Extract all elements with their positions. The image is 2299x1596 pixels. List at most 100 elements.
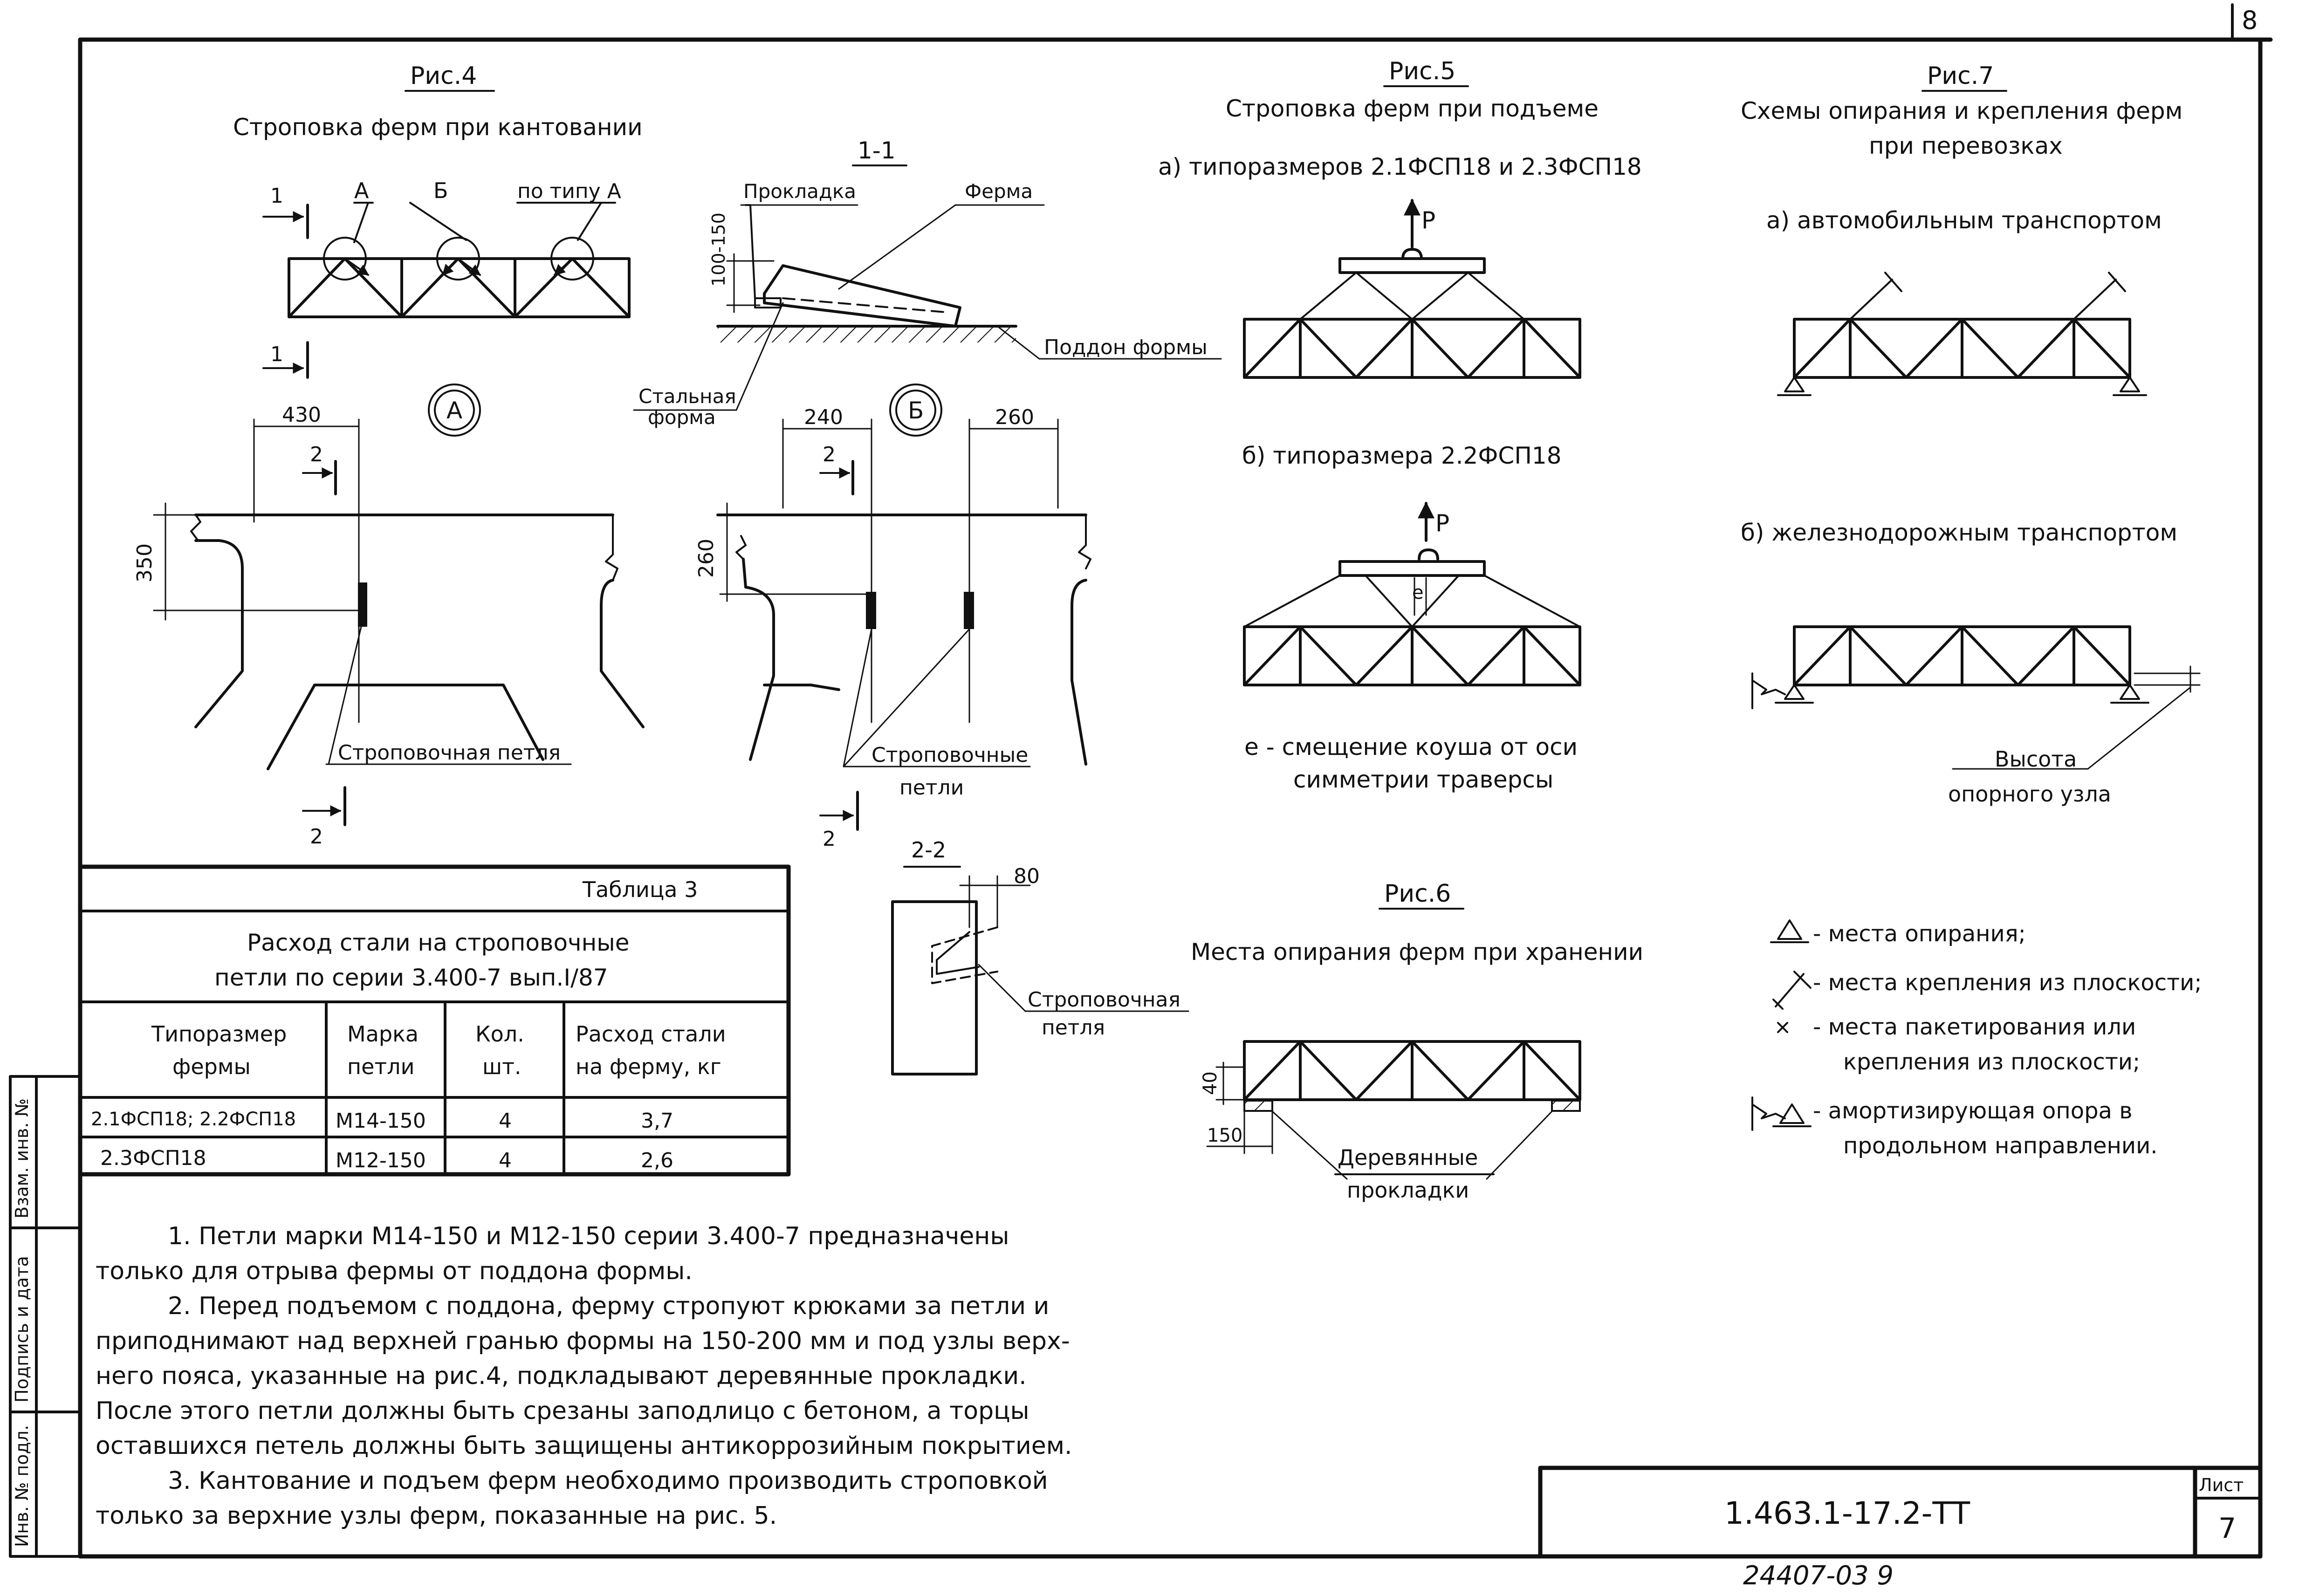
lifting-loop-a [358, 582, 367, 627]
table-header-1-line1: Марка [347, 1021, 419, 1047]
note-line: 1. Петли марки М14-150 и М12-150 серии 3… [168, 1222, 1009, 1250]
detail-a: А 430 2 350 Строповочная петля 2 [133, 384, 645, 849]
fig6-subtitle: Места опирания ферм при хранении [1191, 938, 1643, 966]
fig4-loops-label-2: петли [899, 776, 964, 800]
damping-support-icon [1751, 1096, 1812, 1131]
fig5-truss-a: Р [1243, 199, 1581, 379]
section-1-1-pad: Прокладка [743, 180, 856, 203]
figure-6: Рис.6 Места опирания ферм при хранении 4… [1191, 880, 1643, 1203]
dim-260-top: 260 [995, 405, 1034, 429]
table-title-1: Расход стали на строповочные [247, 929, 630, 956]
table-cell: М12-150 [336, 1149, 426, 1172]
note-line: приподнимают над верхней гранью формы на… [96, 1327, 1070, 1355]
fig7-node-height-1: Высота [1995, 747, 2077, 772]
legend-item-2: - места крепления из плоскости; [1813, 970, 2202, 996]
detail-b-label: Б [908, 397, 924, 424]
legend: - места опирания; - места крепления из п… [1751, 919, 2202, 1159]
fig6-title: Рис.6 [1384, 880, 1451, 908]
table-header-3-line2: на ферму, кг [576, 1054, 721, 1079]
table-cell: 2.1ФСП18; 2.2ФСП18 [91, 1109, 296, 1130]
legend-item-6: продольном направлении. [1843, 1133, 2158, 1159]
fig5-load-a: Р [1421, 207, 1435, 234]
section-1-1-truss: Ферма [965, 180, 1033, 203]
table-cell: 3,7 [641, 1109, 673, 1133]
fig5-offset: е [1412, 582, 1424, 603]
stamp-inv-original: Инв. № подл. [12, 1425, 32, 1547]
dim-430: 430 [282, 403, 321, 427]
table-row: 2.1ФСП18; 2.2ФСП18 М14-150 4 3,7 [91, 1109, 673, 1133]
fig7-node-height-2: опорного узла [1948, 781, 2111, 807]
table-3: Таблица 3 Расход стали на строповочные п… [78, 864, 791, 1177]
note-line: только для отрыва фермы от поддона формы… [96, 1257, 693, 1285]
fig4-cut-top: 1 [270, 184, 283, 208]
fig5-note-1: е - смещение коуша от оси [1244, 733, 1578, 760]
section-1-1-dim: 100-150 [708, 212, 729, 287]
fig5-truss-b: Р е [1243, 501, 1581, 686]
fig6-pads-1: Деревянные [1338, 1145, 1478, 1170]
fig4-section-2-b-bottom: 2 [823, 827, 836, 851]
fig7-case-b: б) железнодорожным транспортом [1741, 519, 2177, 546]
fig4-truss [288, 202, 631, 318]
fig4-node-b: Б [433, 178, 448, 203]
fig7-truss-b [1751, 625, 2201, 770]
corner-number: 8 [2242, 6, 2258, 35]
legend-item-3: - места пакетирования или [1813, 1014, 2136, 1040]
sheet-number: 7 [2218, 1512, 2236, 1545]
fig4-subtitle: Строповка ферм при кантовании [233, 114, 643, 141]
section-1-1-title: 1-1 [858, 137, 896, 164]
section-1-1: 1-1 Прокладка Ферма 100-150 Поддон формы… [633, 137, 1222, 429]
side-stamp: Инв. № подл. Подпись и дата Взам. инв. № [9, 1075, 82, 1558]
archive-number: 24407-03 9 [1743, 1561, 1894, 1591]
legend-item-4: крепления из плоскости; [1843, 1049, 2140, 1075]
fig5-case-a: а) типоразмеров 2.1ФСП18 и 2.3ФСП18 [1158, 153, 1642, 180]
fig5-title: Рис.5 [1389, 57, 1455, 85]
out-of-plane-fixing-icon [1772, 971, 1812, 1010]
table-title-2: петли по серии 3.400-7 вып.I/87 [214, 964, 608, 991]
section-1-1-steel-1: Стальная [638, 385, 736, 408]
table-cell: 4 [499, 1109, 512, 1133]
stamp-inv-replacement: Взам. инв. № [12, 1098, 32, 1219]
fig4-loops-label-1: Строповочные [872, 743, 1028, 767]
table-caption: Таблица 3 [582, 877, 698, 902]
sheet-label: Лист [2199, 1475, 2244, 1495]
fig7-subtitle-1: Схемы опирания и крепления ферм [1741, 97, 2182, 124]
table-cell: 2,6 [641, 1149, 673, 1172]
fig4-cut-bottom: 1 [270, 342, 283, 366]
support-triangle-icon [1770, 919, 1809, 943]
section-1-1-steel-2: форма [648, 406, 716, 429]
fig5-subtitle: Строповка ферм при подъеме [1226, 95, 1599, 122]
lifting-loop-b2 [964, 592, 974, 629]
fig4-loop-label: Строповочная петля [338, 741, 561, 765]
title-code: 1.463.1-17.2-ТТ [1724, 1495, 1970, 1531]
fig7-truss-a [1777, 272, 2147, 396]
note-line: оставшихся петель должны быть защищены а… [96, 1432, 1072, 1460]
figure-4: Рис.4 Строповка ферм при кантовании А Б … [133, 62, 1091, 851]
table-cell: М14-150 [336, 1109, 426, 1133]
section-2-2-loop-1: Строповочная [1028, 988, 1180, 1012]
fig5-case-b: б) типоразмера 2.2ФСП18 [1242, 442, 1562, 469]
note-line: только за верхние узлы ферм, показанные … [96, 1502, 777, 1530]
table-header-0-line2: фермы [172, 1054, 251, 1079]
note-line: него пояса, указанные на рис.4, подклады… [96, 1362, 1027, 1390]
table-header-3-line1: Расход стали [576, 1021, 726, 1047]
lifting-loop-b1 [866, 592, 876, 629]
note-line: После этого петли должны быть срезаны за… [96, 1397, 1029, 1425]
section-1-1-pallet: Поддон формы [1044, 336, 1208, 359]
fig7-case-a: а) автомобильным транспортом [1766, 207, 2162, 234]
fig4-title: Рис.4 [410, 62, 477, 90]
table-cell: 2.3ФСП18 [100, 1146, 206, 1170]
section-2-2-dim: 80 [1014, 864, 1040, 888]
figure-7: Рис.7 Схемы опирания и крепления ферм пр… [1741, 62, 2201, 807]
title-block: 1.463.1-17.2-ТТ Лист 7 [1538, 1466, 2263, 1559]
table-header-1-line2: петли [347, 1054, 414, 1079]
note-line: 2. Перед подъемом с поддона, ферму строп… [168, 1292, 1049, 1320]
table-row: 2.3ФСП18 М12-150 4 2,6 [100, 1146, 673, 1172]
figure-5: Рис.5 Строповка ферм при подъеме а) типо… [1158, 57, 1642, 793]
notes: 1. Петли марки М14-150 и М12-150 серии 3… [96, 1222, 1072, 1530]
fig4-section-2-b: 2 [823, 443, 836, 466]
fig7-subtitle-2: при перевозках [1869, 132, 2063, 159]
table-header-0-line1: Типоразмер [151, 1021, 287, 1047]
fig5-note-2: симметрии траверсы [1293, 766, 1553, 793]
fig4-section-2-bottom: 2 [310, 825, 323, 849]
